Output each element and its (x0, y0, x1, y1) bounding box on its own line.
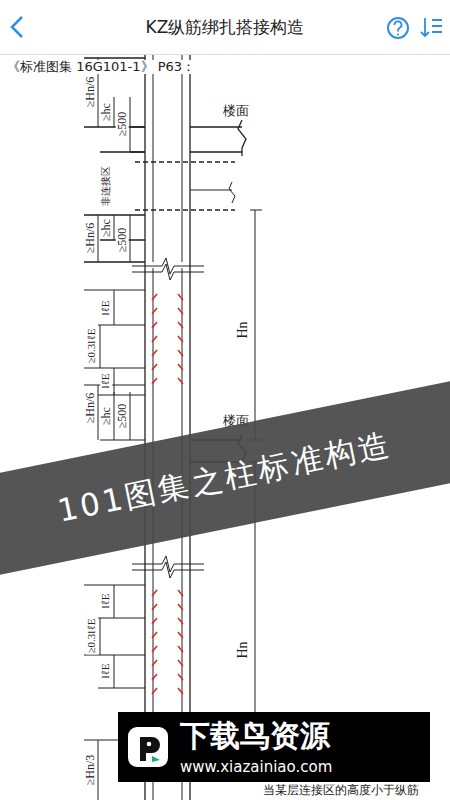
tie-mark (152, 646, 157, 652)
dimension-label: Hn (236, 320, 251, 339)
tie-mark (178, 378, 183, 384)
tie-mark (152, 322, 157, 328)
dimension-label: ≥hc (100, 406, 113, 426)
tie-mark (178, 632, 183, 638)
tie-mark (178, 688, 183, 694)
note-text: 楼面 (222, 104, 250, 118)
tie-mark (152, 632, 157, 638)
tie-mark (178, 364, 183, 370)
tie-mark (152, 674, 157, 680)
tie-mark (178, 308, 183, 314)
tie-mark (152, 308, 157, 314)
tie-mark (178, 674, 183, 680)
tie-mark (178, 646, 183, 652)
tie-mark (178, 604, 183, 610)
tie-mark (178, 660, 183, 666)
dimension-label: ≥Hn/3 (84, 754, 97, 787)
watermark-box: 下载鸟资源www.xiazainiao.com (118, 712, 430, 782)
dimension-label: Hn (236, 640, 251, 659)
tie-mark (152, 294, 157, 300)
tie-mark (152, 660, 157, 666)
tie-mark (178, 336, 183, 342)
dimension-label: lℓE (100, 592, 112, 609)
tie-mark (152, 604, 157, 610)
dimension-label: ≥0.3lℓE (86, 618, 98, 655)
tie-mark (178, 294, 183, 300)
dimension-label: lℓE (100, 662, 112, 679)
dimension-label: ≥Hn/6 (84, 392, 97, 425)
app-icons (0, 0, 450, 54)
tie-mark (152, 590, 157, 596)
dimension-label: ≥Hn/6 (84, 76, 97, 109)
dimension-label: ≥hc (100, 218, 113, 238)
app-title: KZ纵筋绑扎搭接构造 (0, 0, 450, 54)
tie-mark (152, 350, 157, 356)
dimension-label: ≥hc (100, 102, 113, 122)
tie-mark (152, 378, 157, 384)
note-text: 当某层连接区的高度小于纵筋 (262, 784, 420, 797)
dimension-label: ≥0.3lℓE (86, 328, 98, 365)
tie-mark (178, 322, 183, 328)
tie-mark (152, 618, 157, 624)
dimension-label: ≥Hn/6 (84, 222, 97, 255)
dimension-label: ≥500 (116, 403, 129, 430)
tie-mark (152, 336, 157, 342)
tie-mark (178, 350, 183, 356)
dimension-label: lℓE (100, 299, 112, 316)
banner-band: 101图集之柱标准构造 (0, 375, 450, 581)
tie-mark (152, 364, 157, 370)
note-text: 《标准图集 16G101-1》 P63： (6, 60, 196, 74)
tie-mark (178, 618, 183, 624)
watermark-url: www.xiazainiao.com (180, 758, 332, 776)
dimension-label: 非连接区 (101, 165, 112, 207)
dimension-label: ≥500 (116, 111, 129, 138)
logo-icon (126, 725, 170, 769)
tie-mark (152, 688, 157, 694)
dimension-label: ≥500 (116, 227, 129, 254)
tie-mark (178, 590, 183, 596)
watermark-name: 下载鸟资源 (180, 716, 330, 757)
dimension-label: lℓE (100, 372, 112, 389)
